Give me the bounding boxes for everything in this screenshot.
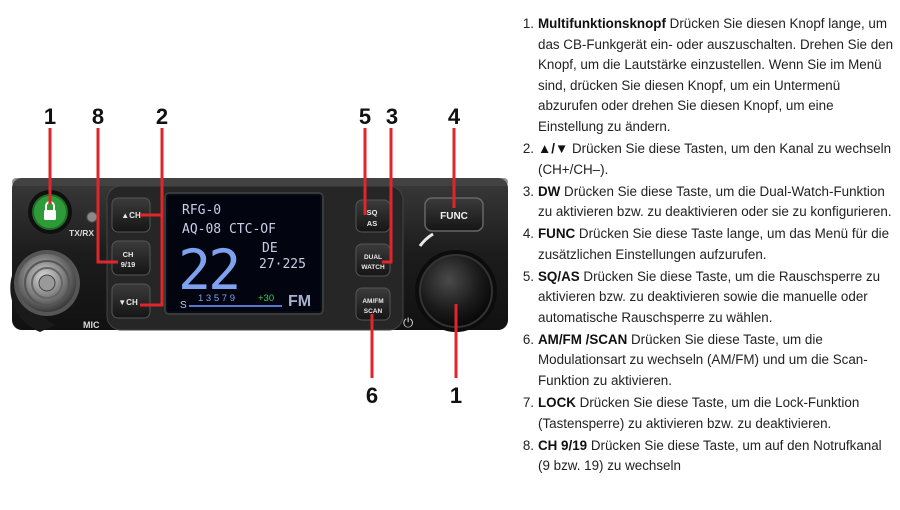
- display-country: DE: [262, 241, 278, 256]
- callout-8: 8: [92, 104, 104, 129]
- ch-down-label: ▼CH: [118, 298, 138, 307]
- legend-term: AM/FM /SCAN: [538, 331, 628, 347]
- display-frequency: 27·225: [259, 257, 306, 272]
- legend-text: Drücken Sie diese Tasten, um den Kanal z…: [538, 140, 892, 177]
- amfm-label-line1: AM/FM: [362, 298, 383, 305]
- legend-term: SQ/AS: [538, 268, 580, 284]
- legend-text: Drücken Sie diese Taste, um die Lock-Fun…: [538, 395, 860, 431]
- legend-item: 5. SQ/AS Drücken Sie diese Taste, um die…: [512, 267, 896, 329]
- display-line1: RFG-0: [182, 203, 221, 218]
- dual-watch-button[interactable]: DUAL WATCH: [355, 243, 391, 277]
- callout-lines: [48, 128, 458, 378]
- legend-term: Multifunktionsknopf: [538, 16, 666, 31]
- amfm-label-line2: SCAN: [364, 308, 383, 315]
- legend-term: DW: [538, 183, 561, 199]
- dual-label-line2: WATCH: [361, 264, 385, 271]
- callout-6: 6: [366, 383, 378, 408]
- ch-9-19-label-line2: 9/19: [121, 260, 136, 269]
- legend-term: FUNC: [538, 226, 576, 242]
- radio-figure: TX/RX MIC ▲CH CH 9/19 ▼CH RFG-0 AQ-08 CT…: [10, 104, 508, 408]
- callout-1-bottom: 1: [450, 383, 462, 408]
- callout-4: 4: [448, 104, 461, 129]
- legend-term: CH 9/19: [538, 437, 588, 453]
- legend-item: 8. CH 9/19 Drücken Sie diese Taste, um a…: [512, 436, 896, 477]
- mic-label: MIC: [83, 320, 100, 330]
- legend-number: 3.: [522, 183, 534, 199]
- callout-2: 2: [156, 104, 168, 129]
- legend-number: 6.: [522, 331, 534, 347]
- multifunction-knob[interactable]: [415, 232, 497, 332]
- legend-text: Drücken Sie diese Taste, um die Modulati…: [538, 331, 868, 389]
- func-label: FUNC: [440, 211, 468, 222]
- ch-9-19-label-line1: CH: [123, 250, 134, 259]
- display-scale-numbers: 1 3 5 7 9: [198, 293, 235, 304]
- sq-label-line2: AS: [367, 219, 377, 228]
- legend-number: 8.: [522, 437, 534, 453]
- txrx-label: TX/RX: [69, 228, 94, 238]
- power-icon: ⏻: [403, 315, 413, 330]
- legend-item: 2. ▲/▼ Drücken Sie diese Tasten, um den …: [512, 139, 896, 180]
- legend-list: 1. Multifunktionsknopf Drücken Sie diese…: [512, 14, 896, 478]
- mic-connector: [10, 250, 80, 332]
- legend-number: 1.: [522, 16, 534, 31]
- lcd-display: RFG-0 AQ-08 CTC-OF 22 DE 27·225 S 1 3 5 …: [164, 192, 324, 315]
- display-line2: AQ-08 CTC-OF: [182, 222, 276, 237]
- legend-number: 5.: [522, 268, 534, 284]
- legend-term: ▲/▼: [538, 140, 569, 156]
- txrx-led: [86, 211, 98, 223]
- legend-text: Drücken Sie diese Taste lange, um das Me…: [538, 226, 890, 262]
- legend-item: 7. LOCK Drücken Sie diese Taste, um die …: [512, 393, 896, 434]
- ch-down-button[interactable]: ▼CH: [111, 283, 151, 319]
- display-scale-s: S: [180, 300, 187, 311]
- legend-term: LOCK: [538, 395, 576, 411]
- legend-text: Drücken Sie diesen Knopf lange, um das C…: [538, 16, 894, 134]
- legend-item: 1. Multifunktionsknopf Drücken Sie diese…: [512, 14, 896, 138]
- sq-label-line1: SQ: [367, 208, 378, 217]
- legend-number: 2.: [522, 140, 534, 156]
- callout-3: 3: [386, 104, 398, 129]
- legend-number: 7.: [522, 395, 534, 411]
- ch-up-label: ▲CH: [121, 211, 141, 220]
- ch-9-19-button[interactable]: CH 9/19: [111, 240, 151, 276]
- lock-button[interactable]: [28, 190, 72, 234]
- legend-text: Drücken Sie diese Taste, um die Dual-Wat…: [538, 183, 892, 220]
- legend-item: 3. DW Drücken Sie diese Taste, um die Du…: [512, 182, 896, 223]
- am-fm-scan-button[interactable]: AM/FM SCAN: [355, 287, 391, 321]
- legend-text: Drücken Sie diese Taste, um die Rauschsp…: [538, 268, 881, 325]
- display-scale-plus: +30: [258, 293, 274, 304]
- legend-number: 4.: [522, 226, 534, 242]
- legend-item: 4. FUNC Drücken Sie diese Taste lange, u…: [512, 224, 896, 265]
- callout-5: 5: [359, 104, 371, 129]
- legend-text: Drücken Sie diese Taste, um auf den Notr…: [538, 437, 882, 474]
- display-channel: 22: [178, 238, 238, 302]
- callout-1-top: 1: [44, 104, 56, 129]
- display-mode: FM: [288, 293, 311, 310]
- legend-item: 6. AM/FM /SCAN Drücken Sie diese Taste, …: [512, 330, 896, 392]
- sq-as-button[interactable]: SQ AS: [355, 199, 391, 233]
- dual-label-line1: DUAL: [364, 254, 382, 261]
